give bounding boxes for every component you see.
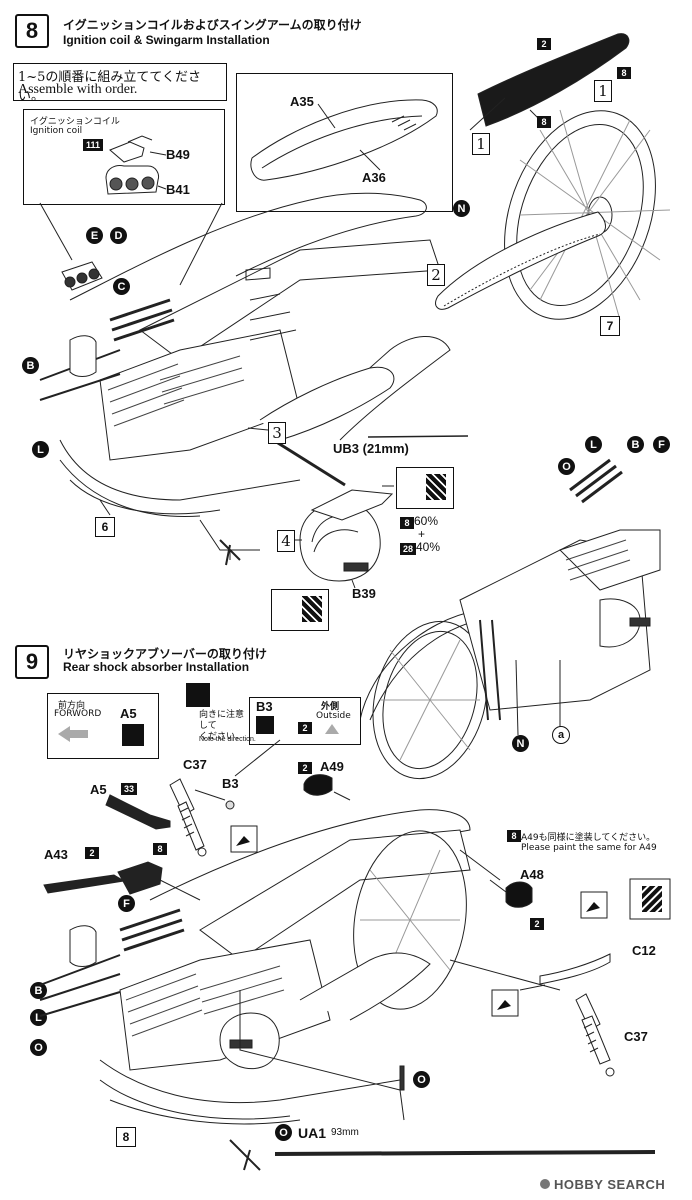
forward-en: FORWORD xyxy=(54,709,102,719)
step-9-number: 9 xyxy=(15,645,49,679)
mix-first-percent: 60% xyxy=(414,514,439,528)
assemble-note-box: 1~5の順番に組み立ててください。 Assemble with order. xyxy=(13,63,227,104)
color-code-2-top: 2 xyxy=(537,38,551,50)
wire-n-marker-9: N xyxy=(512,735,529,752)
color-code-8-mix: 8 xyxy=(400,517,414,529)
wire-b-marker-9: B xyxy=(30,982,47,999)
sequence-2: 2 xyxy=(427,264,445,286)
color-code-33: 33 xyxy=(121,783,137,795)
watermark-text: HOBBY SEARCH xyxy=(554,1177,666,1192)
wire-e-marker: E xyxy=(86,227,103,244)
step-9-title-jp: リヤショックアブソーバーの取り付け xyxy=(63,647,267,661)
color-code-8-mid: 8 xyxy=(537,116,551,128)
ignition-coil-title-jp: イグニッションコイル xyxy=(30,117,120,127)
paint-swatch-upper-icon xyxy=(426,474,446,500)
forward-jp: 前方向 xyxy=(58,701,86,711)
forward-arrow-icon xyxy=(58,726,70,742)
color-code-2-a48: 2 xyxy=(530,918,544,930)
part-group-6: 6 xyxy=(95,517,115,537)
step-8-title-jp: イグニッションコイルおよびスイングアームの取り付け xyxy=(63,18,362,32)
part-a43-label: A43 xyxy=(44,847,68,862)
color-code-2-b3: 2 xyxy=(298,722,312,734)
sequence-1-left: 1 xyxy=(472,133,490,155)
part-group-8: 8 xyxy=(116,1127,136,1147)
mix-plus: + xyxy=(418,527,426,541)
wire-d-marker: D xyxy=(110,227,127,244)
step-8-number: 8 xyxy=(15,14,49,48)
color-code-2-a49: 2 xyxy=(298,762,312,774)
part-b41-label: B41 xyxy=(166,182,190,197)
wire-o-marker-rod: O xyxy=(413,1071,430,1088)
forward-box: 前方向 FORWORD A5 xyxy=(47,693,159,759)
paint-brush-icon-box xyxy=(122,724,144,746)
outside-jp: 外側 xyxy=(321,702,340,712)
wire-o-marker-ua1: O xyxy=(275,1124,292,1141)
ref-a-marker: a xyxy=(552,726,570,744)
wire-o-marker-8: O xyxy=(558,458,575,475)
color-code-2-a43: 2 xyxy=(85,847,99,859)
part-ua1-length: 93mm xyxy=(331,1127,359,1138)
part-b39-label: B39 xyxy=(352,586,376,601)
wire-l-marker-9: L xyxy=(30,1009,47,1026)
color-code-111: 111 xyxy=(83,139,103,151)
part-a49-label: A49 xyxy=(320,759,344,774)
watermark: HOBBY SEARCH xyxy=(540,1177,665,1192)
a49-note-jp: A49も同様に塗装してください。 xyxy=(521,833,656,843)
wire-b-marker-8: B xyxy=(627,436,644,453)
part-a48-label: A48 xyxy=(520,867,544,882)
ignition-coil-title-en: Ignition coil xyxy=(30,126,83,136)
brush-icon-b3 xyxy=(256,716,274,734)
part-group-7: 7 xyxy=(600,316,620,336)
part-ua1-label: UA1 xyxy=(298,1125,327,1141)
wire-o-marker-9: O xyxy=(30,1039,47,1056)
wire-l-marker-8: L xyxy=(585,436,602,453)
color-code-8-a43: 8 xyxy=(153,843,167,855)
brush-icon-top xyxy=(186,683,210,707)
direction-note-jp: 向きに注意して ください。 xyxy=(199,710,245,742)
part-c37-label-left: C37 xyxy=(183,757,207,772)
wire-l-marker: L xyxy=(32,441,49,458)
part-a5-label: A5 xyxy=(90,782,107,797)
watermark-logo-icon xyxy=(540,1179,550,1189)
part-c12-label: C12 xyxy=(632,943,656,958)
sequence-3: 3 xyxy=(268,422,286,444)
assemble-note-jp: 1~5の順番に組み立ててください。 xyxy=(18,70,202,104)
part-c37-label-right: C37 xyxy=(624,1029,648,1044)
part-ub3-label: UB3 (21mm) xyxy=(333,441,409,456)
assemble-note-en: Assemble with order. xyxy=(18,82,138,97)
part-b3-label-box: B3 xyxy=(256,699,273,714)
color-code-8-a48: 8 xyxy=(507,830,521,842)
outside-en: Outside xyxy=(316,711,351,721)
part-b49-label: B49 xyxy=(166,147,190,162)
direction-note-en: Note the direction. xyxy=(199,736,256,743)
a49-note-en: Please paint the same for A49 xyxy=(521,843,657,853)
color-code-8-top: 8 xyxy=(617,67,631,79)
wire-f-marker-8: F xyxy=(653,436,670,453)
part-a35-label: A35 xyxy=(290,94,314,109)
mix-second-percent: 40% xyxy=(416,540,441,554)
wire-c-marker: C xyxy=(113,278,130,295)
wire-n-marker: N xyxy=(453,200,470,217)
outside-arrow-icon xyxy=(325,724,339,734)
sequence-1-right: 1 xyxy=(594,80,612,102)
color-code-28-mix: 28 xyxy=(400,543,416,555)
wire-f-marker-9: F xyxy=(118,895,135,912)
paint-swatch-lower-icon xyxy=(302,596,322,622)
wire-b-marker: B xyxy=(22,357,39,374)
part-a36-label: A36 xyxy=(362,170,386,185)
step-9-title-en: Rear shock absorber Installation xyxy=(63,660,250,674)
part-a5-label-box: A5 xyxy=(120,706,137,721)
sequence-4: 4 xyxy=(277,530,295,552)
part-b3-label: B3 xyxy=(222,776,239,791)
step-8-title-en: Ignition coil & Swingarm Installation xyxy=(63,33,270,47)
forward-arrow-shaft xyxy=(70,730,88,738)
